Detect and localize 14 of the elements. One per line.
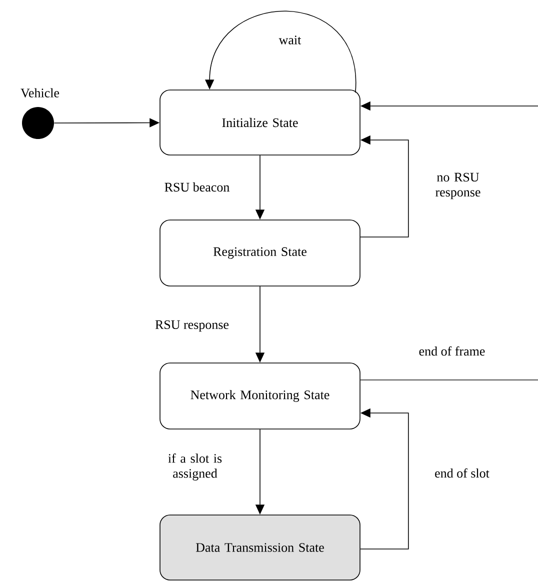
edge-label: if a slot is assigned (168, 454, 222, 480)
node-label: Vehicle (20, 88, 60, 98)
edge-label: end of frame (419, 346, 485, 356)
state-box: Initialize State (160, 90, 360, 156)
state-box: Network Monitoring State (160, 362, 360, 430)
state-box: Data Transmission State (160, 514, 360, 580)
edge-label: end of slot (435, 468, 490, 478)
edge-label: no RSU response (436, 172, 480, 200)
edge-label: RSU response (155, 320, 229, 332)
arrow (205, 10, 356, 93)
edge-label: RSU beacon (164, 182, 230, 192)
state-box: Registration State (160, 220, 360, 286)
initial-state: Vehicle (20, 88, 60, 139)
edge-label: wait (278, 36, 302, 44)
